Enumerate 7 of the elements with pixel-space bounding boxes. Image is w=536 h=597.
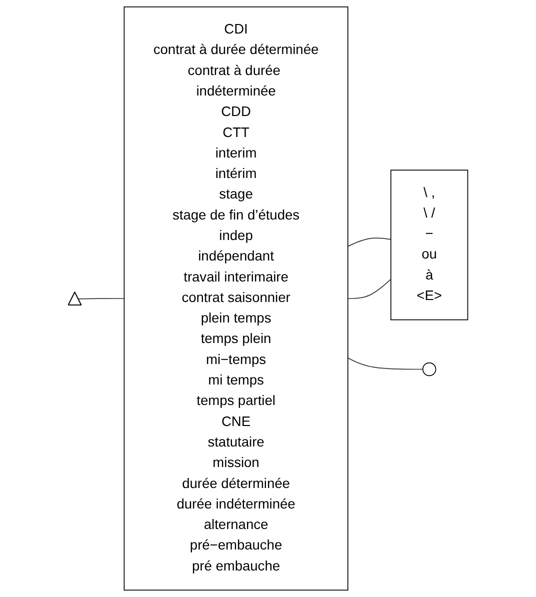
- connector: [347, 238, 392, 247]
- node-box: \ , \ / − ou à <E>: [390, 170, 468, 320]
- node-box: CDI contrat à durée déterminée contrat à durée indéterminée CDD CTT interim intérim stage stage de fin d’études indep indépendant travail interimaire contrat saisonnier plein temps temps plein mi−temps mi temps temps partiel CNE statutaire mission durée déterminée durée indéterminée alternance pré−embauche pré embauche: [124, 6, 348, 591]
- connector: [347, 357, 424, 370]
- connector: [78, 298, 125, 300]
- connector: [347, 278, 392, 299]
- node-circle: [422, 362, 436, 376]
